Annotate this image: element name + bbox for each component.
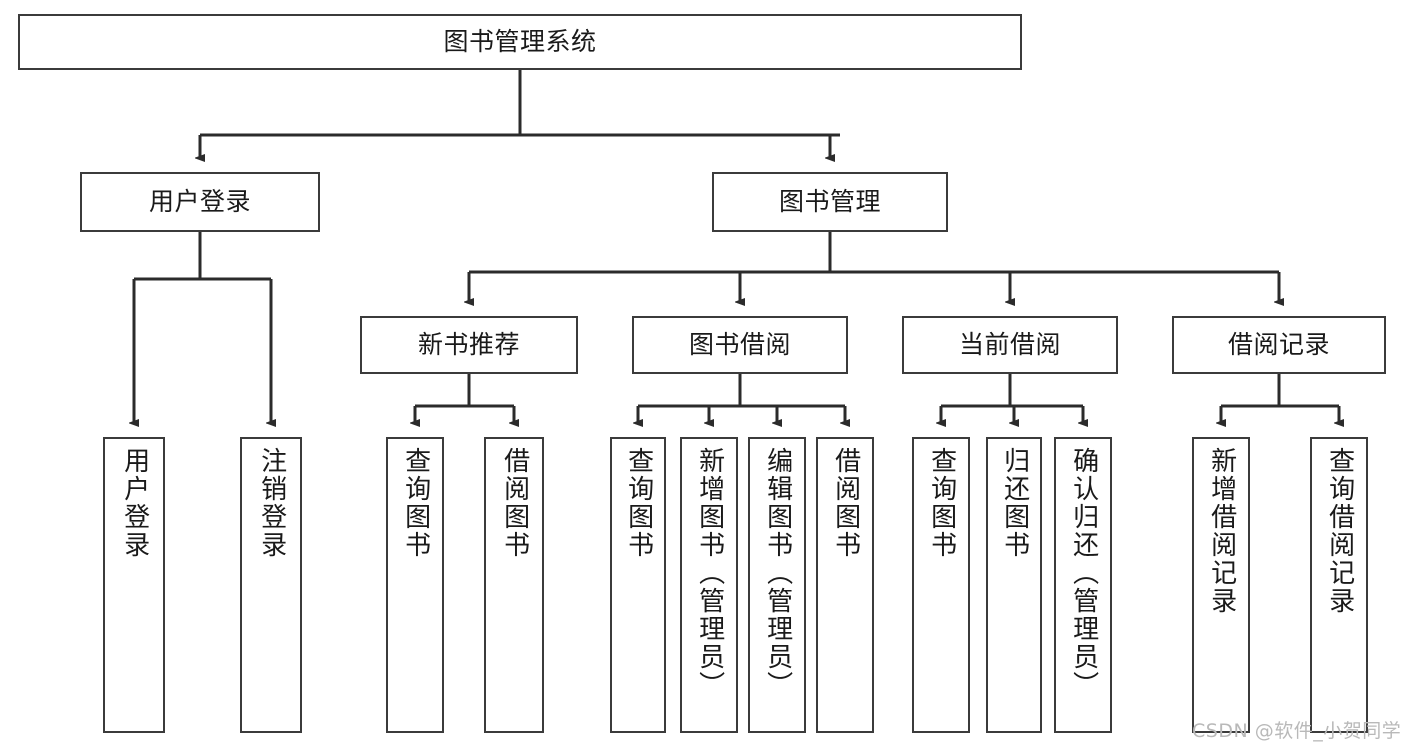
node-leaf-borrow-book[interactable]: 借阅图书 — [816, 437, 874, 733]
node-leaf-add-book-label: 新增图书（管理员） — [694, 447, 725, 699]
node-user-login-label: 用户登录 — [148, 187, 251, 217]
node-leaf-query-book-borrow[interactable]: 查询图书 — [610, 437, 666, 733]
node-new-book-recommend[interactable]: 新书推荐 — [360, 316, 578, 374]
node-leaf-add-borrow-record[interactable]: 新增借阅记录 — [1192, 437, 1250, 733]
node-book-borrow[interactable]: 图书借阅 — [632, 316, 848, 374]
node-book-borrow-label: 图书借阅 — [688, 330, 791, 360]
node-leaf-query-book-borrow-label: 查询图书 — [623, 447, 654, 559]
node-leaf-query-book-current-label: 查询图书 — [926, 447, 957, 559]
node-leaf-logout[interactable]: 注销登录 — [240, 437, 302, 733]
node-leaf-return-book[interactable]: 归还图书 — [986, 437, 1042, 733]
node-leaf-query-book-rec-label: 查询图书 — [400, 447, 431, 559]
node-current-borrow-label: 当前借阅 — [958, 330, 1061, 360]
node-borrow-record[interactable]: 借阅记录 — [1172, 316, 1386, 374]
node-leaf-confirm-return[interactable]: 确认归还（管理员） — [1054, 437, 1112, 733]
node-book-management[interactable]: 图书管理 — [712, 172, 948, 232]
node-leaf-query-borrow-record-label: 查询借阅记录 — [1324, 447, 1355, 615]
node-book-management-label: 图书管理 — [778, 187, 881, 217]
node-leaf-borrow-book-rec-label: 借阅图书 — [499, 447, 530, 559]
node-leaf-add-borrow-record-label: 新增借阅记录 — [1206, 447, 1237, 615]
node-root-label: 图书管理系统 — [443, 27, 597, 57]
node-leaf-borrow-book-rec[interactable]: 借阅图书 — [484, 437, 544, 733]
node-leaf-edit-book[interactable]: 编辑图书（管理员） — [748, 437, 806, 733]
node-leaf-confirm-return-label: 确认归还（管理员） — [1068, 447, 1099, 699]
node-leaf-user-login-label: 用户登录 — [119, 447, 150, 559]
node-leaf-logout-label: 注销登录 — [256, 447, 287, 559]
node-leaf-query-book-rec[interactable]: 查询图书 — [386, 437, 444, 733]
node-leaf-user-login[interactable]: 用户登录 — [103, 437, 165, 733]
node-leaf-query-book-current[interactable]: 查询图书 — [912, 437, 970, 733]
node-leaf-edit-book-label: 编辑图书（管理员） — [762, 447, 793, 699]
node-leaf-query-borrow-record[interactable]: 查询借阅记录 — [1310, 437, 1368, 733]
node-leaf-borrow-book-label: 借阅图书 — [830, 447, 861, 559]
node-user-login[interactable]: 用户登录 — [80, 172, 320, 232]
node-leaf-add-book[interactable]: 新增图书（管理员） — [680, 437, 738, 733]
node-root[interactable]: 图书管理系统 — [18, 14, 1022, 70]
node-new-book-recommend-label: 新书推荐 — [417, 330, 520, 360]
node-leaf-return-book-label: 归还图书 — [999, 447, 1030, 559]
node-borrow-record-label: 借阅记录 — [1227, 330, 1330, 360]
node-current-borrow[interactable]: 当前借阅 — [902, 316, 1118, 374]
